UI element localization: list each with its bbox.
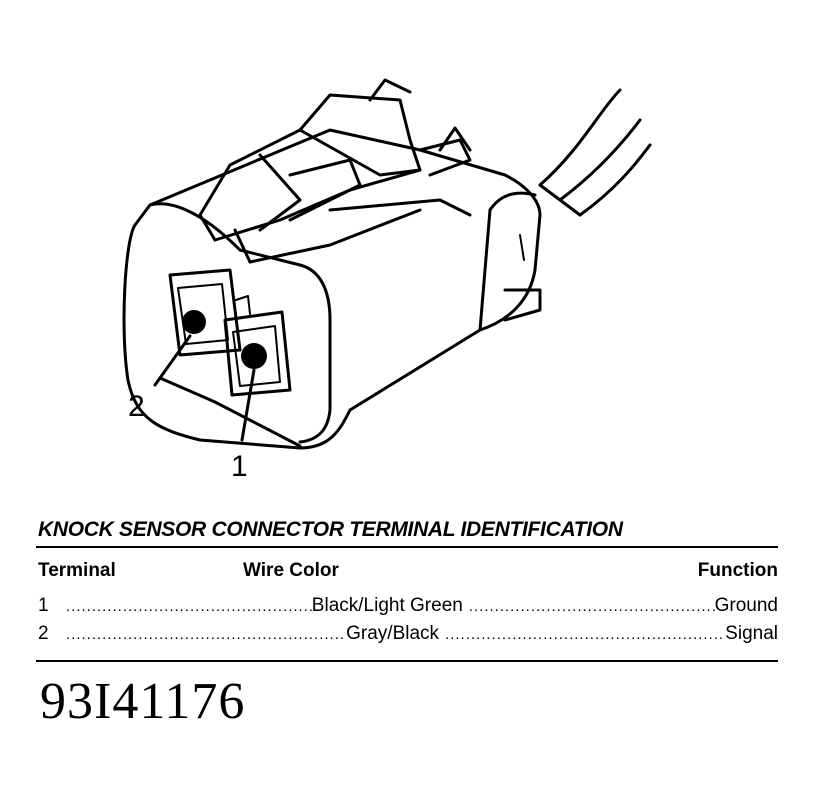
terminal-number: 2	[38, 623, 49, 644]
function: Ground	[714, 595, 778, 616]
terminal-2-contact	[182, 310, 206, 334]
leader-dots	[60, 626, 346, 643]
terminal-1-contact	[241, 343, 267, 369]
wire-bundle	[538, 88, 652, 217]
column-header-function: Function	[697, 560, 778, 581]
terminal-number: 1	[38, 595, 49, 616]
column-header-wire-color: Wire Color	[243, 560, 339, 581]
wire-color: Gray/Black	[346, 623, 440, 644]
connector-illustration	[122, 78, 652, 450]
table-title: KNOCK SENSOR CONNECTOR TERMINAL IDENTIFI…	[38, 518, 623, 541]
figure-id: 93I41176	[40, 673, 246, 730]
table-top-rule	[36, 546, 778, 548]
leader-dots	[463, 598, 715, 615]
table-row: 2 Gray/Black Signal	[38, 623, 778, 649]
leader-dots	[60, 598, 312, 615]
connector-housing	[122, 128, 542, 450]
locking-latch	[198, 78, 472, 264]
table-bottom-rule	[36, 660, 778, 662]
column-header-terminal: Terminal	[38, 560, 116, 581]
wire-color: Black/Light Green	[311, 595, 463, 616]
callout-terminal-2: 2	[128, 390, 145, 423]
function: Signal	[725, 623, 778, 644]
table-row: 1 Black/Light Green Ground	[38, 595, 778, 621]
callout-terminal-1: 1	[231, 450, 248, 483]
leader-dots	[439, 626, 725, 643]
callout-leaders	[153, 334, 302, 448]
terminal-cavities	[168, 268, 292, 397]
